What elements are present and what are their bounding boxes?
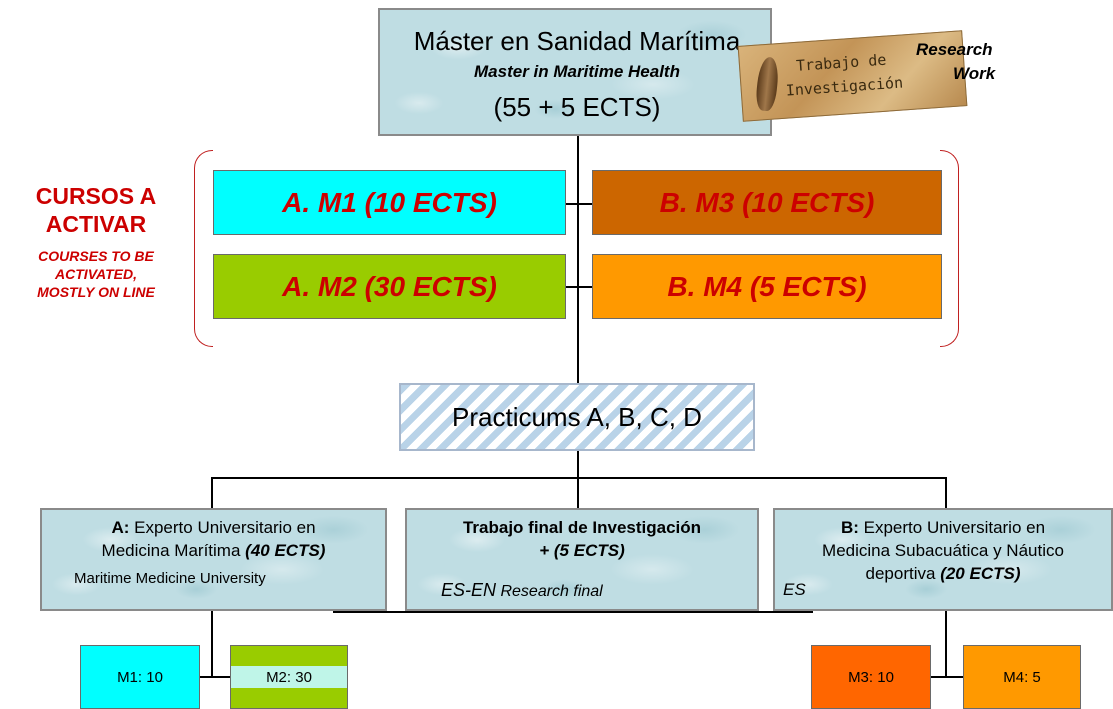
research-label-line1: Research bbox=[916, 40, 993, 59]
expert-b-prefix: B: bbox=[840, 518, 859, 537]
b-modules-connector bbox=[931, 676, 963, 678]
final-research-tag: ES-EN bbox=[441, 580, 497, 600]
side-label-es-line1: CURSOS A bbox=[35, 183, 157, 209]
left-bracket-bottom bbox=[194, 246, 213, 347]
b-modules-drop-line bbox=[945, 611, 947, 677]
module-m4-box: M4: 5 bbox=[963, 645, 1081, 709]
course-m3-box: B. M3 (10 ECTS) bbox=[592, 170, 942, 235]
m2-m4-connector bbox=[566, 286, 592, 288]
branch-a-line bbox=[211, 477, 213, 508]
expert-a-line1: A: Experto Universitario en bbox=[42, 518, 385, 538]
branch-horizontal-line bbox=[211, 477, 947, 479]
expert-a-subtitle: Medicina Marítima bbox=[101, 541, 246, 560]
research-label-line2: Work bbox=[953, 64, 996, 83]
course-m1-box: A. M1 (10 ECTS) bbox=[213, 170, 566, 235]
side-label-en-line1: COURSES TO BE bbox=[38, 248, 154, 264]
course-m4-box: B. M4 (5 ECTS) bbox=[592, 254, 942, 319]
final-research-line1: Trabajo final de Investigación bbox=[462, 518, 702, 537]
expert-b-title: Experto Universitario en bbox=[858, 518, 1046, 537]
parchment-line1: Trabajo de bbox=[795, 50, 887, 75]
module-m2-box: M2: 30 bbox=[230, 645, 348, 709]
expert-a-line2: Medicina Marítima (40 ECTS) bbox=[42, 541, 385, 561]
module-m2-label: M2: 30 bbox=[231, 666, 347, 688]
expert-b-line3: deportiva (20 ECTS) bbox=[775, 564, 1111, 584]
expert-b-credits: (20 ECTS) bbox=[940, 564, 1021, 583]
expert-a-box: A: Experto Universitario en Medicina Mar… bbox=[40, 508, 387, 611]
side-label-en-line3: MOSTLY ON LINE bbox=[37, 284, 155, 300]
final-research-en: Research final bbox=[496, 583, 603, 600]
final-research-box: Trabajo final de Investigación + (5 ECTS… bbox=[405, 508, 759, 611]
right-bracket-top bbox=[940, 150, 959, 247]
expert-b-box: B: Experto Universitario en Medicina Sub… bbox=[773, 508, 1113, 611]
side-label-es-line2: ACTIVAR bbox=[45, 211, 147, 237]
expert-b-line2: Medicina Subacuática y Náutico bbox=[822, 541, 1064, 560]
a-modules-connector bbox=[200, 676, 230, 678]
expert-a-en: Maritime Medicine University bbox=[74, 570, 266, 587]
left-bracket-top bbox=[194, 150, 213, 247]
master-title-en: Master in Maritime Health bbox=[474, 62, 680, 81]
master-box: Máster en Sanidad Marítima Master in Mar… bbox=[378, 8, 772, 136]
bottom-underline bbox=[333, 611, 813, 613]
branch-b-line bbox=[945, 477, 947, 508]
side-label-en-line2: ACTIVATED, bbox=[55, 266, 137, 282]
a-modules-drop-line bbox=[211, 611, 213, 677]
final-research-line2: + (5 ECTS) bbox=[539, 541, 625, 560]
branch-final-line bbox=[577, 477, 579, 508]
parchment-line2: Investigación bbox=[785, 73, 904, 100]
master-credits: (55 + 5 ECTS) bbox=[493, 92, 661, 122]
master-title-es: Máster en Sanidad Marítima bbox=[413, 26, 741, 56]
expert-a-prefix: A: bbox=[111, 518, 130, 537]
expert-b-tag: ES bbox=[783, 580, 806, 599]
practicum-down-line bbox=[577, 451, 579, 478]
trunk-line bbox=[577, 136, 579, 383]
expert-b-line1: B: Experto Universitario en bbox=[775, 518, 1111, 538]
expert-a-title: Experto Universitario en bbox=[129, 518, 316, 537]
feather-icon bbox=[754, 56, 781, 112]
module-m1-box: M1: 10 bbox=[80, 645, 200, 709]
module-m3-box: M3: 10 bbox=[811, 645, 931, 709]
course-m2-box: A. M2 (30 ECTS) bbox=[213, 254, 566, 319]
right-bracket-bottom bbox=[940, 246, 959, 347]
expert-a-credits: (40 ECTS) bbox=[245, 541, 326, 560]
m1-m3-connector bbox=[566, 203, 592, 205]
expert-b-subtitle: deportiva bbox=[865, 564, 941, 583]
practicums-box: Practicums A, B, C, D bbox=[399, 383, 755, 451]
final-research-en-line: ES-EN Research final bbox=[441, 580, 603, 601]
